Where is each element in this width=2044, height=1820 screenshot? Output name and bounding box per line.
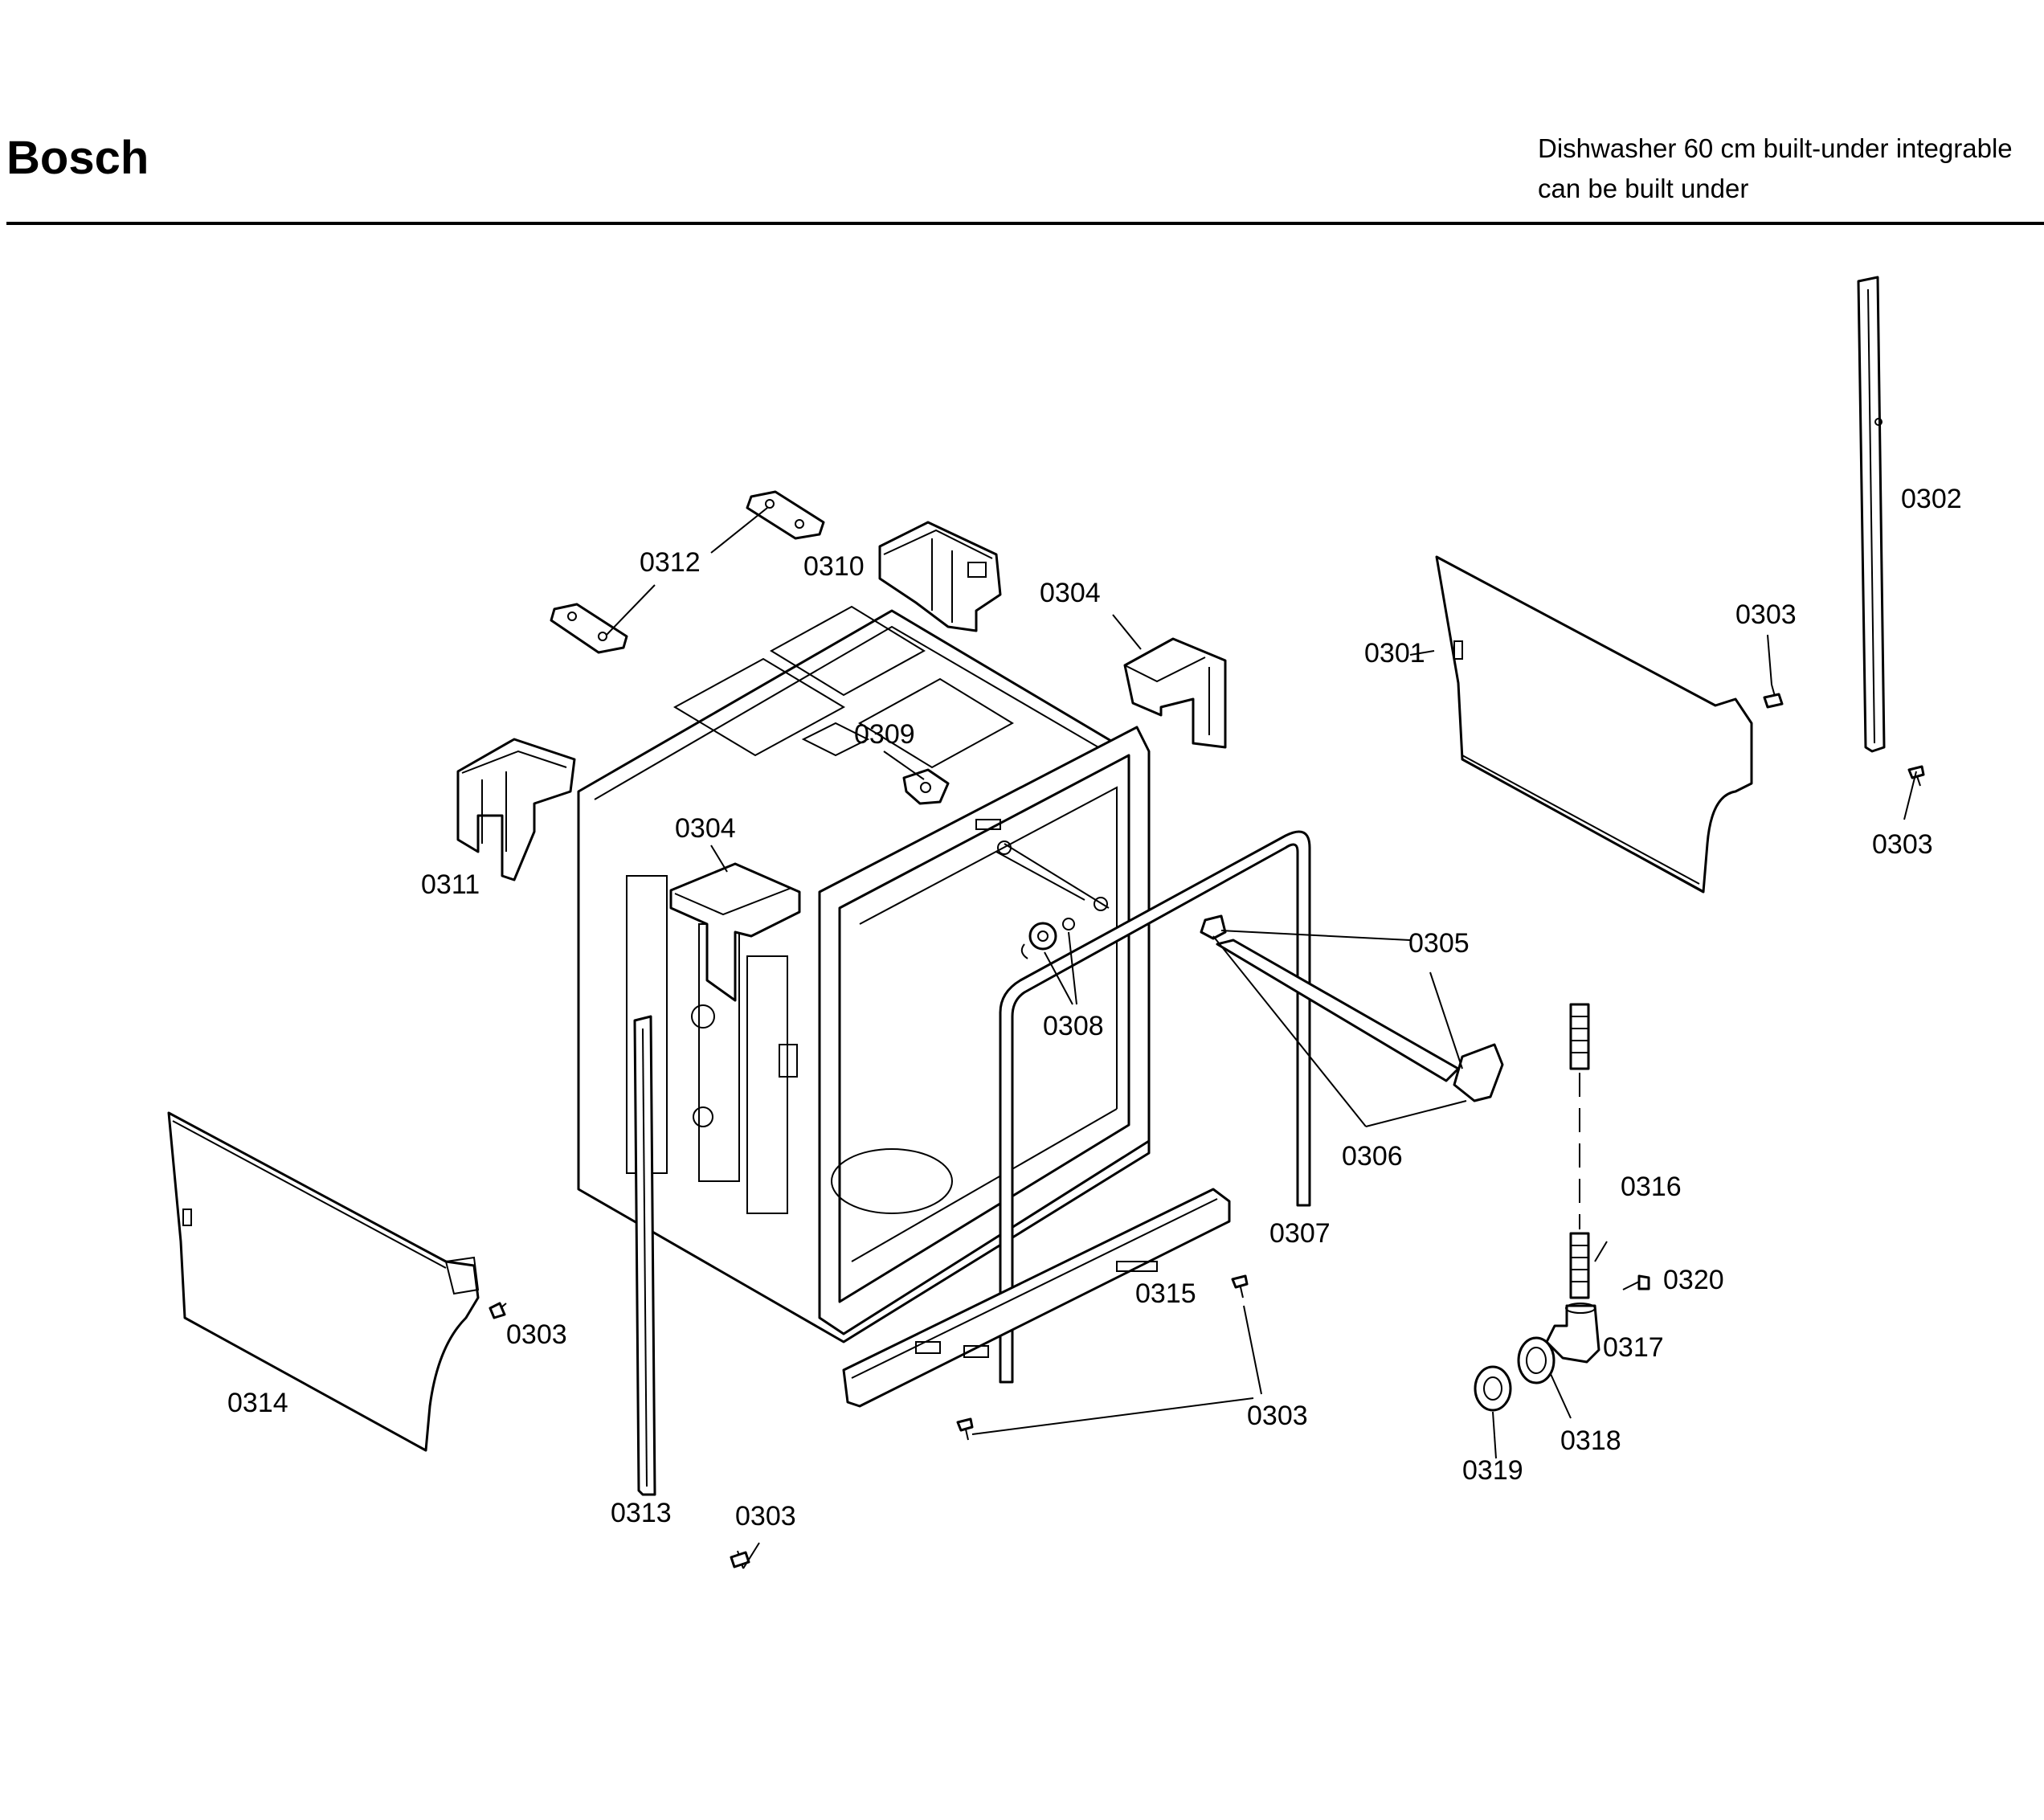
part-0301-side-panel bbox=[1435, 555, 1753, 894]
label-0307: 0307 bbox=[1269, 1218, 1331, 1249]
part-0305-rail-assembly bbox=[1200, 914, 1504, 1102]
label-0319: 0319 bbox=[1462, 1455, 1523, 1486]
part-0302-rail bbox=[1857, 276, 1886, 753]
label-0304-center: 0304 bbox=[675, 813, 736, 844]
label-0302: 0302 bbox=[1901, 484, 1962, 514]
label-0301: 0301 bbox=[1364, 638, 1425, 669]
leader-lines bbox=[606, 507, 1917, 1569]
part-0312-bracket-lower bbox=[550, 603, 628, 654]
part-0316-hose bbox=[1569, 1003, 1590, 1299]
part-0308-small-parts bbox=[1020, 918, 1075, 959]
part-0317-elbow bbox=[1545, 1303, 1600, 1364]
label-0305: 0305 bbox=[1408, 928, 1470, 959]
label-0317: 0317 bbox=[1603, 1332, 1664, 1363]
label-0315: 0315 bbox=[1135, 1278, 1196, 1309]
part-0319-cap bbox=[1474, 1365, 1512, 1412]
label-0312: 0312 bbox=[640, 547, 701, 578]
part-0303-screw-base-right bbox=[1231, 1274, 1249, 1299]
subtitle-line-1: Dishwasher 60 cm built-under integrable bbox=[1538, 133, 2013, 163]
part-0315-base-strip bbox=[842, 1188, 1231, 1408]
part-0303-screw-left bbox=[489, 1302, 507, 1319]
part-0307-door-seal bbox=[999, 830, 1311, 1384]
label-0313: 0313 bbox=[611, 1498, 672, 1528]
label-0308: 0308 bbox=[1043, 1011, 1104, 1041]
part-0304-bracket-right bbox=[1123, 637, 1227, 749]
label-0311: 0311 bbox=[421, 869, 480, 900]
label-0303-rail: 0303 bbox=[1872, 829, 1933, 860]
tub-front-frame bbox=[818, 726, 1151, 1335]
part-0311-corner-block bbox=[456, 738, 576, 881]
part-0303-screw-base-left bbox=[956, 1417, 974, 1441]
label-0303-bottom: 0303 bbox=[735, 1501, 796, 1532]
part-0303-screw-bottom bbox=[730, 1550, 750, 1569]
label-0303-upper-right: 0303 bbox=[1735, 599, 1797, 630]
part-0318-ring bbox=[1517, 1336, 1555, 1384]
label-0318: 0318 bbox=[1560, 1425, 1621, 1456]
part-0312-bracket-upper bbox=[746, 490, 825, 540]
label-0310: 0310 bbox=[803, 551, 865, 582]
part-0310-corner-block bbox=[878, 521, 1002, 632]
label-0314: 0314 bbox=[227, 1388, 288, 1418]
part-0309-clip bbox=[902, 768, 950, 805]
part-0304-bracket-center bbox=[669, 862, 801, 1002]
label-0304-upper: 0304 bbox=[1040, 578, 1101, 608]
part-0303-screw-upper-right bbox=[1763, 684, 1784, 709]
part-0320-screw bbox=[1622, 1274, 1650, 1290]
brand-title: Bosch bbox=[6, 132, 149, 184]
part-labels: 0312 0310 0304 0309 0304 0311 0301 0302 … bbox=[227, 484, 1962, 1532]
label-0303-base: 0303 bbox=[1247, 1401, 1308, 1431]
label-0306: 0306 bbox=[1342, 1141, 1403, 1172]
label-0303-left: 0303 bbox=[506, 1319, 567, 1350]
part-0314-side-panel bbox=[167, 1111, 480, 1452]
part-0303-screw-rail bbox=[1907, 765, 1925, 787]
subtitle-line-2: can be built under bbox=[1538, 174, 1749, 203]
header-divider bbox=[6, 222, 2044, 225]
part-0313-side-strip bbox=[633, 1015, 656, 1496]
document-subtitle: Dishwasher 60 cm built-under integrable … bbox=[1538, 129, 2044, 209]
label-0320: 0320 bbox=[1663, 1265, 1724, 1295]
label-0309: 0309 bbox=[854, 719, 915, 750]
label-0316: 0316 bbox=[1621, 1172, 1682, 1202]
